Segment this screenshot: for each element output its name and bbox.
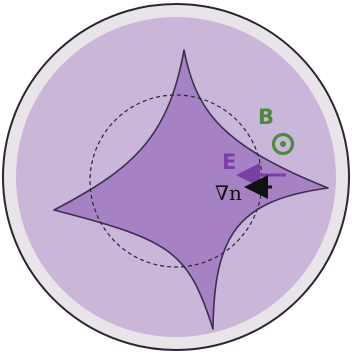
magnetic-field-label: B	[258, 105, 274, 129]
density-gradient-label: ∇n	[215, 181, 242, 205]
electric-field-label: E	[222, 150, 236, 174]
